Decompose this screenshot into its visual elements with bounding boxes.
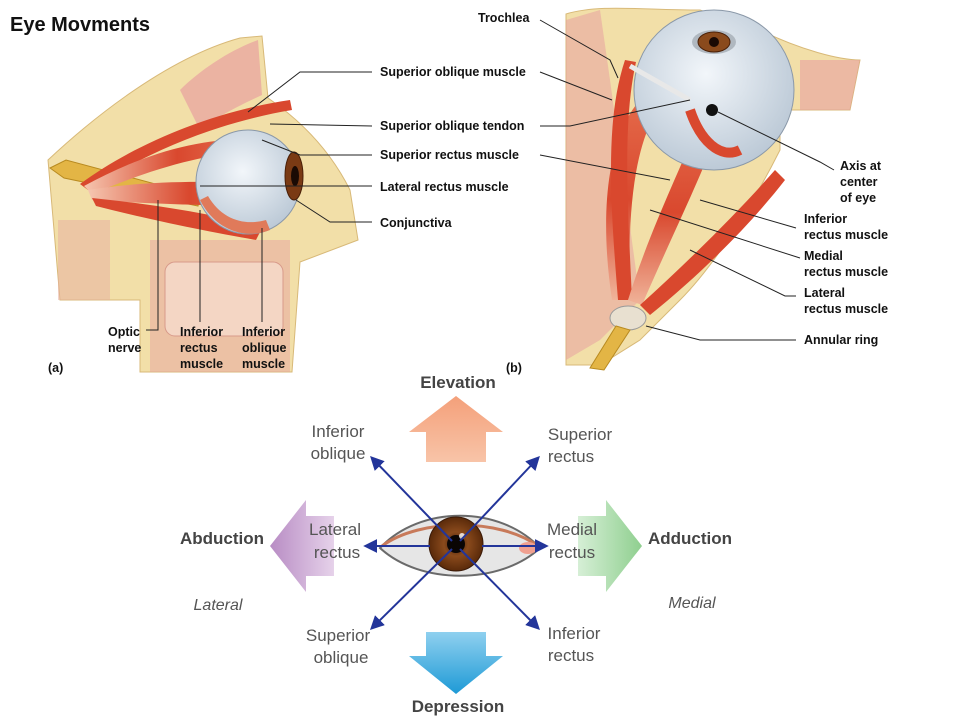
label-axis-2: center — [840, 175, 878, 189]
label-lateral-rectus-2: rectus — [314, 543, 360, 562]
label-lateral-rectus-1: Lateral — [309, 520, 361, 539]
superior-oblique-action-arrow — [370, 548, 453, 630]
label-medial-rectus-b-1: Medial — [804, 249, 843, 263]
superior-rectus-action-arrow — [459, 455, 540, 542]
frontal-bone — [180, 40, 262, 130]
label-inferior-oblique-2: oblique — [242, 341, 286, 355]
label-axis-3: of eye — [840, 191, 876, 205]
label-annular-ring: Annular ring — [804, 333, 878, 347]
label-depression: Depression — [412, 697, 505, 716]
label-inferior-oblique-1: Inferior — [312, 422, 365, 441]
label-inferior-rectus-b-2: rectus muscle — [804, 228, 888, 242]
elevation-arrow — [409, 396, 503, 462]
page-title: Eye Movments — [10, 14, 151, 36]
adduction-arrow — [578, 500, 642, 592]
label-superior-rectus-1: Superior — [548, 425, 613, 444]
label-superior-oblique-tendon: Superior oblique tendon — [380, 119, 524, 133]
movement-diagram — [270, 396, 642, 694]
panel-a-letter: (a) — [48, 361, 63, 375]
label-inferior-oblique-1: Inferior — [242, 325, 285, 339]
axis-point — [706, 104, 718, 116]
label-optic-nerve-1: Optic — [108, 325, 140, 339]
abduction-arrow — [270, 500, 334, 592]
label-superior-rectus-muscle: Superior rectus muscle — [380, 148, 519, 162]
optic-nerve-b — [589, 325, 631, 371]
label-inferior-oblique-2: oblique — [311, 444, 366, 463]
label-inferior-rectus-a-2: rectus — [180, 341, 218, 355]
lateral-rectus-shape-b — [640, 170, 785, 315]
label-trochlea: Trochlea — [478, 11, 530, 25]
label-inferior-rectus-a-3: muscle — [180, 357, 223, 371]
superior-oblique-shape-b — [610, 60, 636, 300]
label-lateral: Lateral — [194, 597, 243, 614]
label-medial-rectus-b-2: rectus muscle — [804, 265, 888, 279]
label-superior-rectus-2: rectus — [548, 447, 594, 466]
panel-b-illustration — [539, 7, 861, 371]
label-optic-nerve-2: nerve — [108, 341, 141, 355]
label-lateral-rectus-b-1: Lateral — [804, 286, 845, 300]
label-inferior-rectus-b-1: Inferior — [804, 212, 847, 226]
panel-a-leaders — [146, 71, 373, 331]
caruncle — [519, 542, 537, 554]
inferior-rectus-action-arrow — [459, 548, 540, 630]
label-inferior-oblique-3: muscle — [242, 357, 285, 371]
label-inferior-rectus-1: Inferior — [548, 624, 601, 643]
eyeball-a — [195, 129, 301, 235]
inferior-rectus-shape — [92, 198, 262, 240]
maxillary-sinus — [164, 261, 284, 337]
label-medial-rectus-1: Medial — [547, 520, 597, 539]
label-superior-oblique-1: Superior — [306, 626, 371, 645]
label-axis-1: Axis at — [840, 159, 882, 173]
label-lateral-rectus-muscle: Lateral rectus muscle — [380, 180, 509, 194]
panel-b-leaders — [539, 19, 835, 341]
label-superior-oblique-2: oblique — [314, 648, 369, 667]
panel-a-illustration — [47, 35, 373, 373]
label-conjunctiva: Conjunctiva — [380, 216, 453, 230]
label-elevation: Elevation — [420, 373, 496, 392]
lateral-bone — [800, 60, 860, 110]
panel-b-letter: (b) — [506, 361, 522, 375]
label-medial-rectus-2: rectus — [549, 543, 595, 562]
label-inferior-rectus-2: rectus — [548, 646, 594, 665]
label-abduction: Abduction — [180, 529, 264, 548]
label-superior-oblique-muscle: Superior oblique muscle — [380, 65, 526, 79]
inferior-oblique-shape — [200, 196, 270, 234]
label-medial: Medial — [668, 595, 716, 612]
inferior-oblique-action-arrow — [370, 455, 453, 542]
lower-bone — [58, 220, 110, 300]
label-adduction: Adduction — [648, 529, 732, 548]
depression-arrow — [409, 632, 503, 694]
label-inferior-rectus-a-1: Inferior — [180, 325, 223, 339]
label-lateral-rectus-b-2: rectus muscle — [804, 302, 888, 316]
